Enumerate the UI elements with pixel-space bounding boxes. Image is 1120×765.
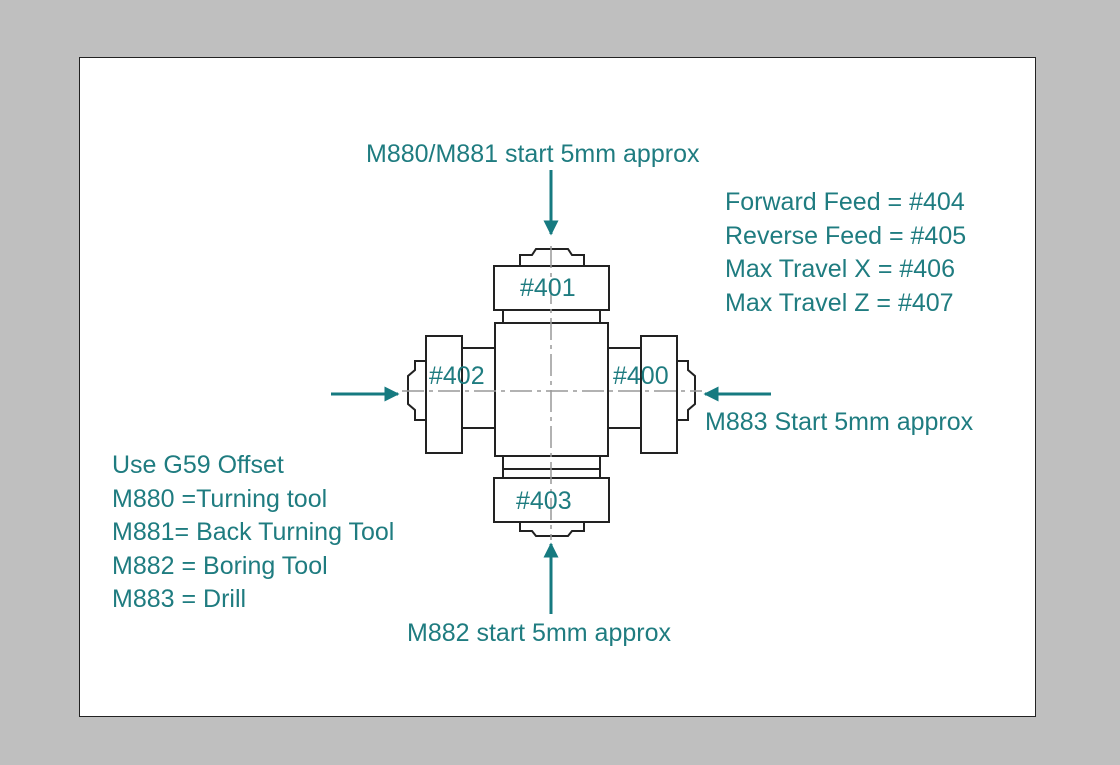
param-forward-feed: Forward Feed = #404 bbox=[725, 188, 965, 216]
turret-position-top: #401 bbox=[520, 274, 576, 302]
centerlines bbox=[402, 246, 702, 540]
top-holder-tip bbox=[519, 248, 585, 266]
left-holder-block bbox=[425, 335, 463, 454]
turret-position-right: #400 bbox=[613, 362, 669, 390]
turret-outline bbox=[407, 248, 696, 537]
right-holder-block bbox=[640, 335, 678, 454]
legend-m881: M881= Back Turning Tool bbox=[112, 518, 395, 546]
param-max-travel-x: Max Travel X = #406 bbox=[725, 255, 955, 283]
parameter-list: Forward Feed = #404 Reverse Feed = #405 … bbox=[725, 190, 966, 324]
legend-m882: M882 = Boring Tool bbox=[112, 551, 328, 580]
tool-legend: Use G59 Offset M880 =Turning tool M881= … bbox=[112, 453, 394, 621]
right-holder-tip bbox=[677, 360, 696, 421]
param-max-travel-z: Max Travel Z = #407 bbox=[725, 288, 954, 317]
param-reverse-feed: Reverse Feed = #405 bbox=[725, 221, 967, 250]
bottom-arrow-label: M882 start 5mm approx bbox=[407, 619, 671, 647]
left-holder-tip bbox=[407, 360, 426, 421]
legend-m880: M880 =Turning tool bbox=[112, 484, 328, 513]
bottom-holder-tip bbox=[519, 522, 585, 537]
legend-offset: Use G59 Offset bbox=[112, 451, 284, 479]
turret-position-left: #402 bbox=[429, 362, 485, 390]
top-arrow-label: M880/M881 start 5mm approx bbox=[366, 140, 700, 168]
right-arrow-label: M883 Start 5mm approx bbox=[705, 408, 974, 436]
legend-m883: M883 = Drill bbox=[112, 585, 247, 613]
arrows bbox=[331, 170, 771, 614]
turret-position-bottom: #403 bbox=[516, 487, 572, 515]
diagram-canvas: M880/M881 start 5mm approx M883 Start 5m… bbox=[79, 57, 1036, 717]
turret-diagram bbox=[331, 170, 771, 614]
